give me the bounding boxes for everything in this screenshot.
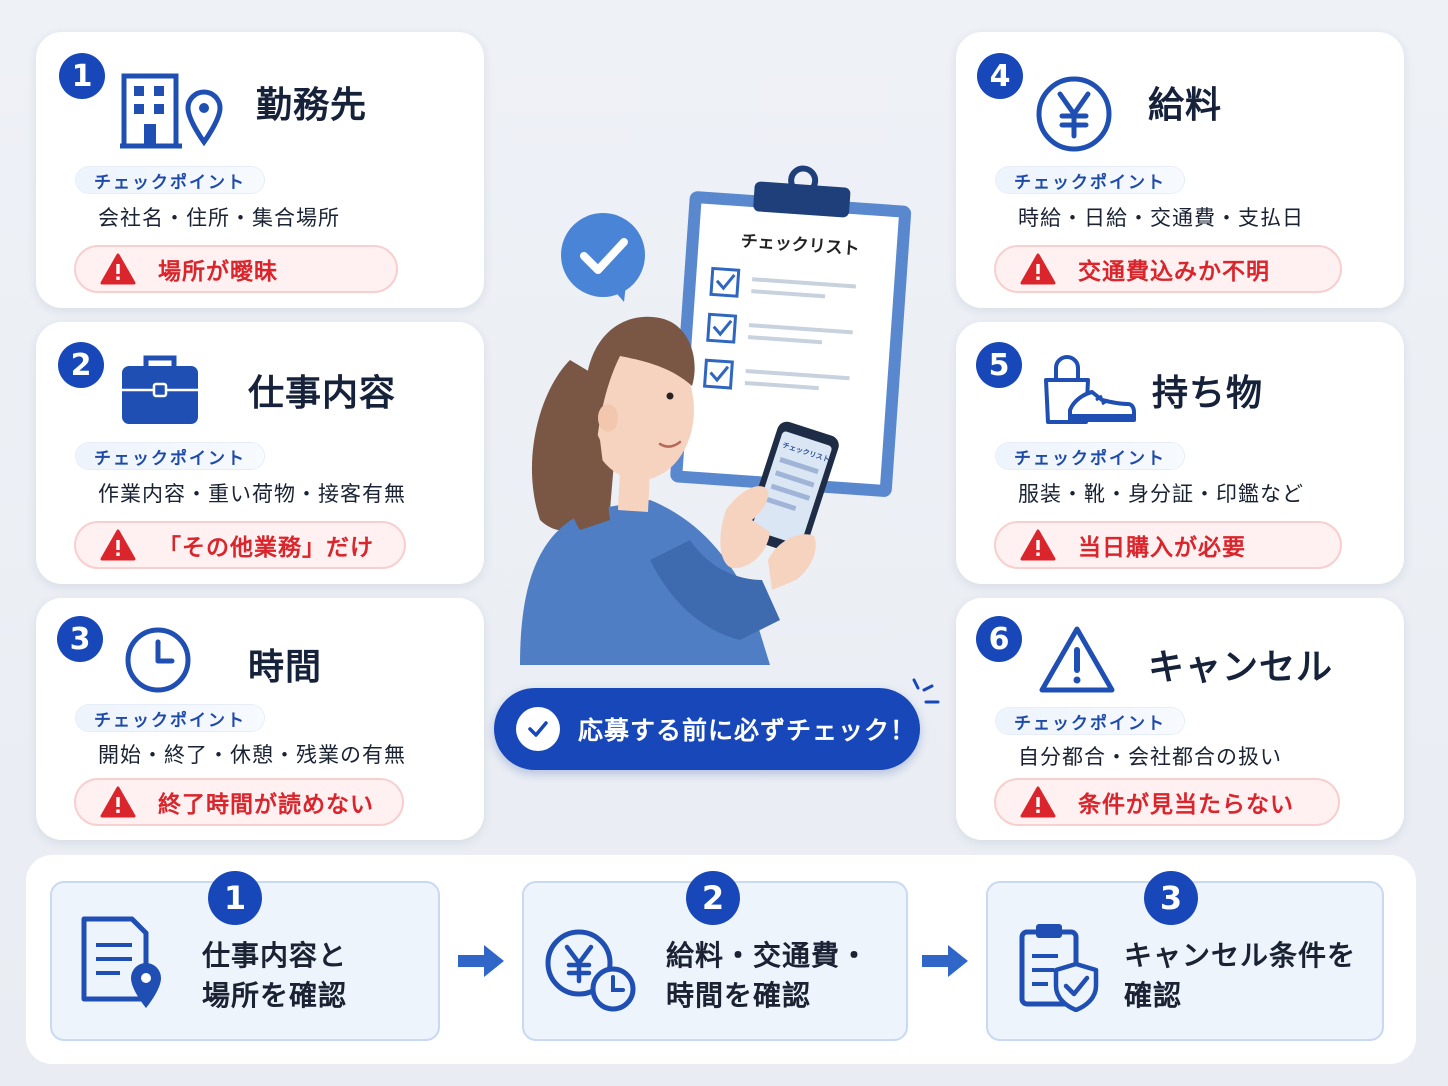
check-points: 作業内容・重い荷物・接客有無 xyxy=(98,482,406,506)
document-location-icon xyxy=(81,916,161,1008)
step-line: キャンセル条件を xyxy=(1124,939,1357,972)
banner-text: 応募する前に必ずチェック！ xyxy=(578,716,917,745)
check-points: 時給・日給・交通費・支払日 xyxy=(1018,206,1304,230)
sparkle-lines xyxy=(912,678,940,704)
warning-text: 交通費込みか不明 xyxy=(1078,259,1270,285)
warning-icon xyxy=(1020,253,1056,285)
warning-icon xyxy=(100,529,136,561)
warning-badge: 場所が曖昧 xyxy=(74,245,398,293)
warning-badge: 条件が見当たらない xyxy=(994,778,1340,826)
warning-icon xyxy=(1020,529,1056,561)
card-salary: 4 給料 チェックポイント 時給・日給・交通費・支払日 交通費込みか不明 xyxy=(956,32,1404,308)
warning-icon xyxy=(1020,786,1056,818)
check-points: 会社名・住所・集合場所 xyxy=(98,206,340,230)
smartphone: チェックリスト xyxy=(744,421,839,555)
step-line: 確認 xyxy=(1124,979,1183,1012)
card-belongings: 5 持ち物 チェックポイント 服装・靴・身分証・印鑑など 当日購入が必要 xyxy=(956,322,1404,584)
step-number: 1 xyxy=(208,871,262,925)
step-number: 3 xyxy=(1144,871,1198,925)
checkpoint-label: チェックポイント xyxy=(996,443,1184,469)
arrow-right-icon xyxy=(922,945,968,977)
clock-icon xyxy=(124,626,192,698)
check-circle-icon xyxy=(516,707,560,751)
card-job-content: 2 仕事内容 チェックポイント 作業内容・重い荷物・接客有無 「その他業務」だけ xyxy=(36,322,484,584)
card-number: 5 xyxy=(976,342,1022,388)
warning-text: 「その他業務」だけ xyxy=(158,535,374,561)
card-number: 6 xyxy=(976,616,1022,662)
checkpoint-label: チェックポイント xyxy=(996,708,1184,734)
warning-badge: 終了時間が読めない xyxy=(74,778,404,826)
check-bubble-icon xyxy=(561,213,645,302)
apply-check-banner: 応募する前に必ずチェック！ xyxy=(494,688,920,770)
warning-text: 終了時間が読めない xyxy=(158,792,374,818)
card-number: 3 xyxy=(57,616,103,662)
card-number: 4 xyxy=(977,53,1023,99)
checkpoint-label: チェックポイント xyxy=(996,167,1184,193)
warning-badge: 当日購入が必要 xyxy=(994,521,1342,569)
step-text: 給料・交通費・ 時間を確認 xyxy=(666,936,869,1016)
step-text: キャンセル条件を 確認 xyxy=(1124,936,1356,1016)
yen-clock-icon xyxy=(545,929,636,1012)
briefcase-icon xyxy=(120,352,200,432)
woman-checklist-illustration: チェックリスト チェックリスト xyxy=(520,165,912,665)
card-title: 仕事内容 xyxy=(248,373,397,414)
checkpoint-label: チェックポイント xyxy=(76,443,264,469)
step-line: 時間を確認 xyxy=(666,979,812,1012)
warning-icon xyxy=(100,786,136,818)
step-line: 場所を確認 xyxy=(202,979,348,1012)
step-line: 給料・交通費・ xyxy=(666,939,870,972)
check-points: 開始・終了・休憩・残業の有無 xyxy=(98,743,406,767)
alert-triangle-icon xyxy=(1038,624,1116,698)
arrow-right-icon xyxy=(458,945,504,977)
warning-text: 条件が見当たらない xyxy=(1078,792,1294,818)
card-title: キャンセル xyxy=(1148,647,1334,688)
clipboard-shield-icon xyxy=(1019,924,1099,1012)
card-cancellation: 6 キャンセル チェックポイント 自分都合・会社都合の扱い 条件が見当たらない xyxy=(956,598,1404,840)
bag-shoe-icon xyxy=(1040,352,1136,430)
warning-badge: 交通費込みか不明 xyxy=(994,245,1342,293)
warning-text: 当日購入が必要 xyxy=(1078,535,1246,561)
step-number: 2 xyxy=(686,871,740,925)
card-number: 2 xyxy=(58,342,104,388)
clipboard: チェックリスト xyxy=(670,165,912,497)
checkpoint-label: チェックポイント xyxy=(76,705,264,731)
building-location-icon xyxy=(120,72,230,154)
check-points: 服装・靴・身分証・印鑑など xyxy=(1018,482,1304,506)
warning-badge: 「その他業務」だけ xyxy=(74,521,406,569)
checkpoint-label: チェックポイント xyxy=(76,167,264,193)
yen-icon xyxy=(1034,74,1114,158)
card-title: 勤務先 xyxy=(256,85,368,126)
warning-text: 場所が曖昧 xyxy=(158,259,278,285)
card-title: 給料 xyxy=(1148,85,1223,126)
card-number: 1 xyxy=(59,53,105,99)
card-workplace: 1 勤務先 チェックポイント 会社名・住所・集合場所 場所が曖昧 xyxy=(36,32,484,308)
step-line: 仕事内容と xyxy=(202,939,348,972)
card-hours: 3 時間 チェックポイント 開始・終了・休憩・残業の有無 終了時間が読めない xyxy=(36,598,484,840)
card-title: 時間 xyxy=(248,647,323,688)
check-points: 自分都合・会社都合の扱い xyxy=(1018,745,1282,769)
card-title: 持ち物 xyxy=(1152,373,1264,414)
step-text: 仕事内容と 場所を確認 xyxy=(202,936,347,1016)
warning-icon xyxy=(100,253,136,285)
